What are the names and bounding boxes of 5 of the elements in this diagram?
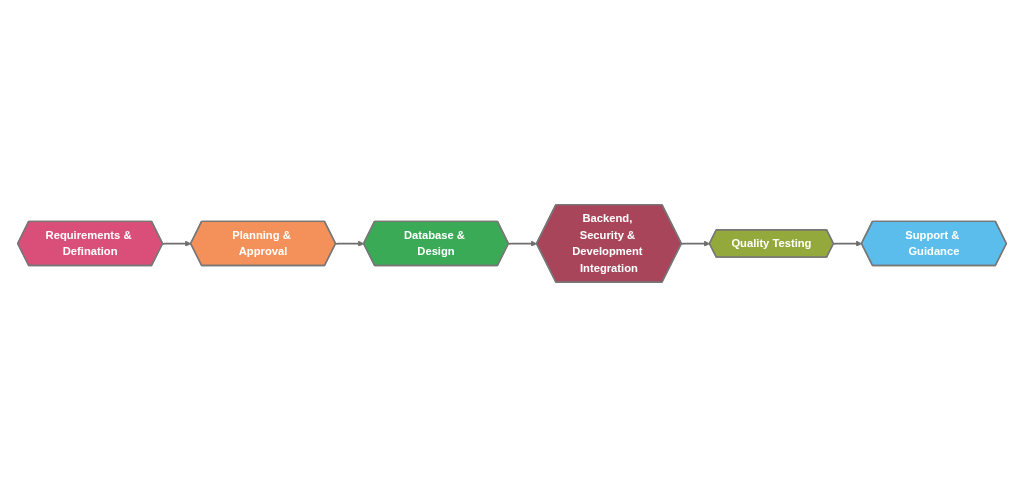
arrow [162,240,192,247]
arrow [507,240,538,247]
arrow [832,240,863,247]
arrow [680,240,710,247]
arrow [335,240,365,247]
